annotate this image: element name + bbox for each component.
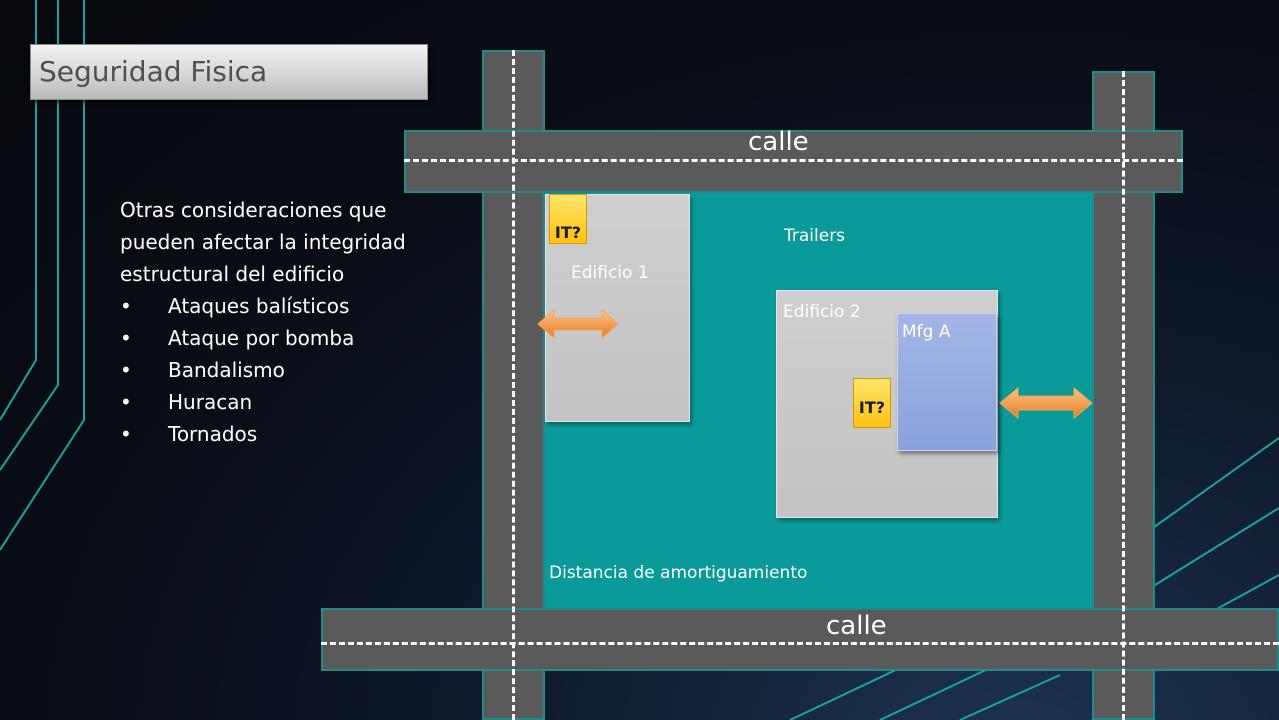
bullet-item: • Tornados <box>120 418 420 450</box>
buffer-zone-label: Distancia de amortiguamiento <box>549 563 808 583</box>
bullet-list: • Ataques balísticos • Ataque por bomba • B… <box>120 290 420 450</box>
building-1-label: Edificio 1 <box>571 263 649 283</box>
bullet-dot: • <box>120 422 132 446</box>
circuit-line <box>789 667 901 720</box>
bullet-dot: • <box>120 358 132 382</box>
intro-text: Otras consideraciones que pueden afectar… <box>120 198 406 286</box>
road-center-line <box>512 50 515 720</box>
road-center-line <box>321 642 1279 645</box>
road-center-line <box>1122 71 1125 720</box>
double-arrow-icon <box>537 308 619 340</box>
bullet-label: Huracan <box>168 390 253 414</box>
road-center-line <box>404 159 1183 162</box>
circuit-line <box>0 0 85 551</box>
street-label-bottom: calle <box>826 611 887 641</box>
circuit-line <box>1154 507 1279 586</box>
road-horizontal-bottom <box>321 608 1279 671</box>
trailers-label: Trailers <box>784 226 846 246</box>
bullet-text-block: Otras consideraciones que pueden afectar… <box>120 194 420 450</box>
circuit-line <box>959 674 1061 720</box>
bullet-dot: • <box>120 294 132 318</box>
building-2-label: Edificio 2 <box>783 302 861 322</box>
it-box-1: IT? <box>549 194 587 244</box>
bullet-label: Bandalismo <box>168 358 285 382</box>
circuit-line <box>879 667 991 720</box>
it-box-2: IT? <box>853 378 891 428</box>
bullet-dot: • <box>120 390 132 414</box>
bullet-dot: • <box>120 326 132 350</box>
mfg-area <box>897 313 997 451</box>
bullet-item: • Bandalismo <box>120 354 420 386</box>
bullet-label: Tornados <box>168 422 258 446</box>
bullet-item: • Huracan <box>120 386 420 418</box>
bullet-item: • Ataques balísticos <box>120 290 420 322</box>
bullet-label: Ataque por bomba <box>168 326 355 350</box>
mfg-label: Mfg A <box>902 322 951 342</box>
page-title: Seguridad Fisica <box>39 55 268 88</box>
title-box: Seguridad Fisica <box>30 44 428 100</box>
bullet-item: • Ataque por bomba <box>120 322 420 354</box>
circuit-line <box>0 0 37 421</box>
circuit-line <box>1149 437 1279 531</box>
bullet-label: Ataques balísticos <box>168 294 350 318</box>
street-label-top: calle <box>748 127 809 157</box>
double-arrow-icon <box>999 386 1093 420</box>
circuit-line <box>0 0 59 471</box>
